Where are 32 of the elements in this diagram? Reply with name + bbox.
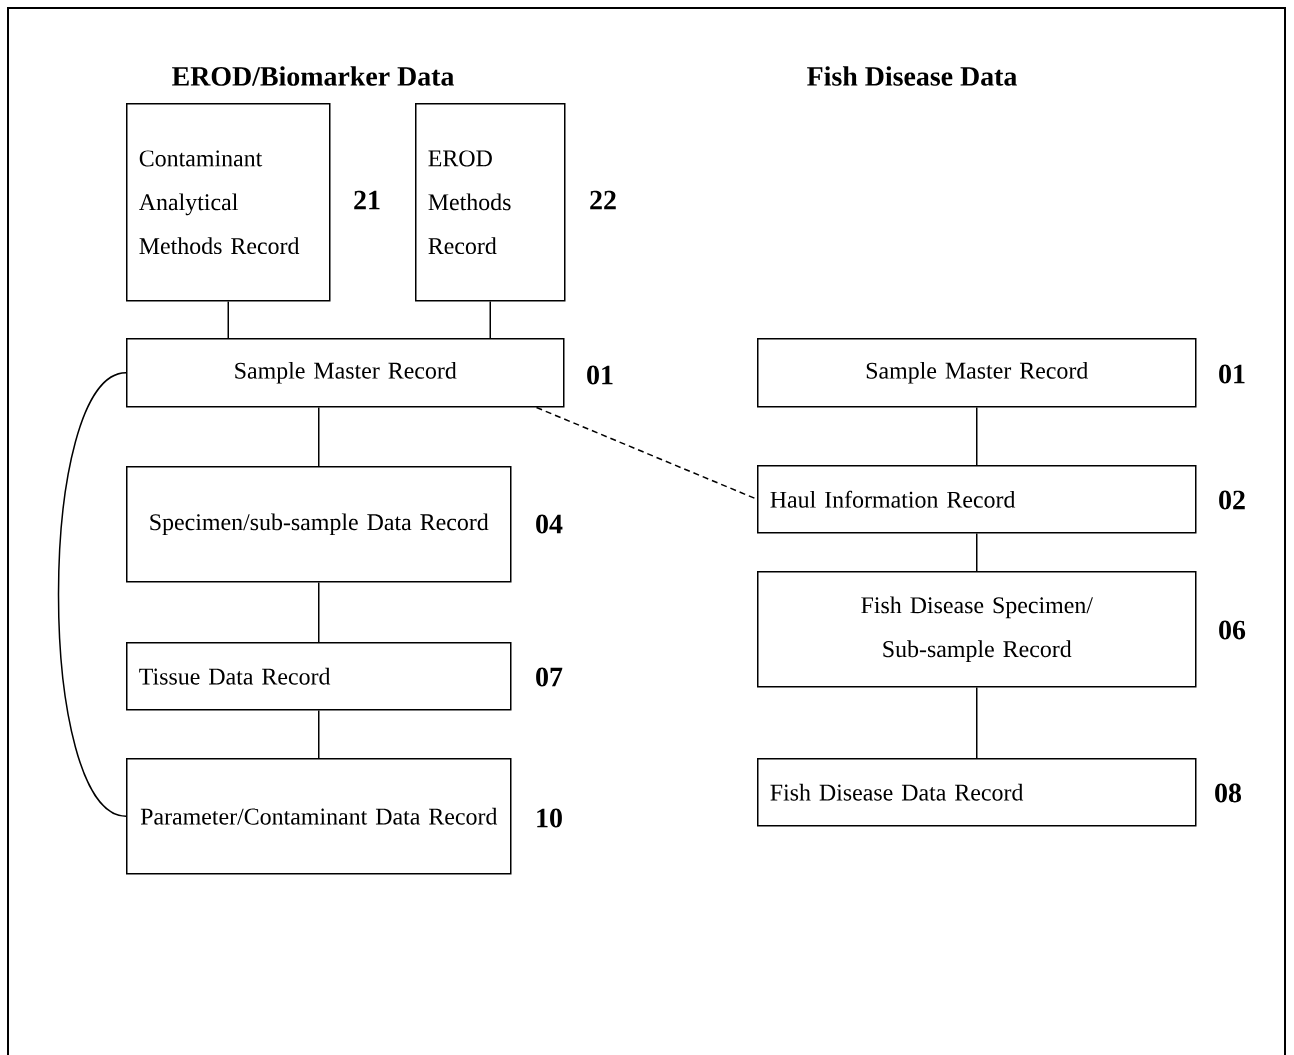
record-box: Contaminant Analytical Methods Record	[126, 103, 331, 302]
record-box: Fish Disease Data Record	[757, 758, 1197, 827]
section-heading: Fish Disease Data	[807, 66, 1017, 86]
record-number: 21	[354, 190, 380, 210]
connector-line	[489, 300, 491, 339]
record-number: 06	[1219, 620, 1246, 640]
record-box: Sample Master Record	[126, 338, 565, 408]
record-number: 10	[537, 808, 562, 828]
connector-line	[57, 372, 127, 817]
record-number: 01	[1219, 364, 1245, 384]
connector-line	[976, 406, 978, 466]
record-number: 22	[590, 190, 616, 210]
connector-line	[976, 532, 978, 572]
record-number: 07	[536, 667, 563, 687]
record-box: Haul Information Record	[757, 465, 1197, 534]
connector-line	[535, 406, 758, 500]
connector-line	[976, 686, 978, 759]
record-number: 08	[1215, 783, 1241, 803]
record-box: Fish Disease Specimen/ Sub-sample Record	[757, 571, 1197, 688]
connector-line	[318, 581, 320, 643]
record-box: Tissue Data Record	[126, 642, 512, 711]
record-number: 04	[536, 514, 563, 534]
record-box: Parameter/Contaminant Data Record	[126, 758, 512, 875]
record-box: EROD Methods Record	[415, 103, 566, 302]
record-number: 02	[1219, 490, 1245, 510]
record-number: 01	[587, 365, 613, 385]
connector-line	[318, 406, 320, 467]
record-box: Sample Master Record	[757, 338, 1197, 408]
connector-line	[318, 709, 320, 759]
record-box: Specimen/sub-sample Data Record	[126, 466, 512, 583]
connector-line	[227, 300, 229, 339]
section-heading: EROD/Biomarker Data	[172, 66, 454, 86]
